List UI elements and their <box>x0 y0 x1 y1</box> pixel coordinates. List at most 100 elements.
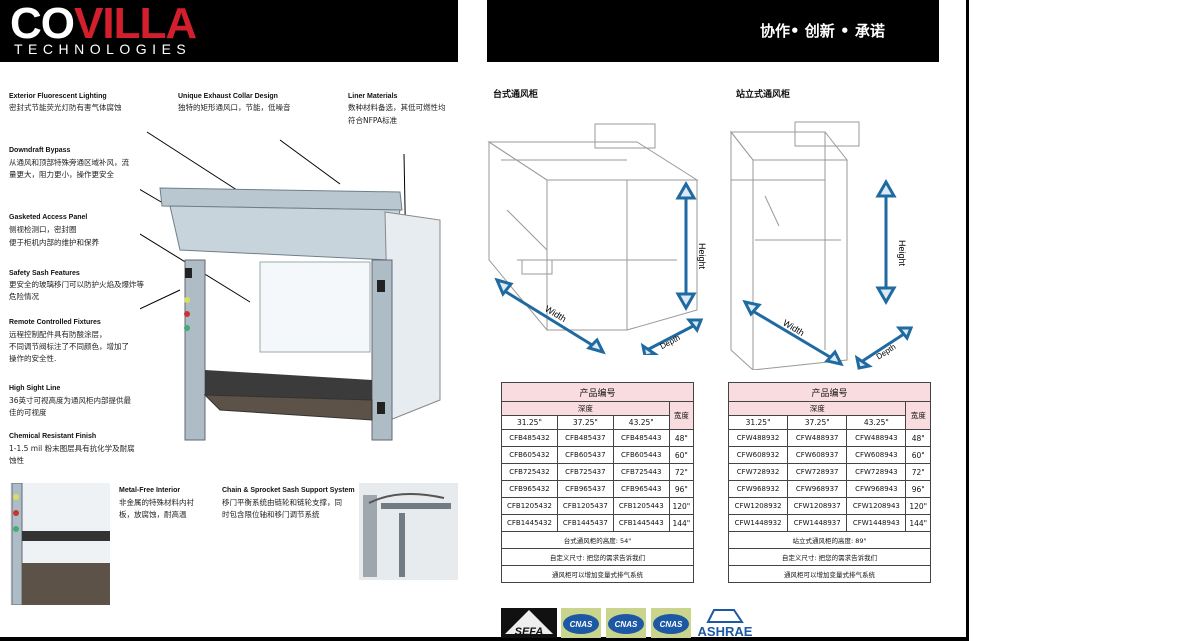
feature-desc: 佳的可视度 <box>9 408 47 417</box>
page-border-bottom <box>0 637 969 641</box>
feature-title: Metal-Free Interior <box>119 487 181 494</box>
feature-title: Gasketed Access Panel <box>9 214 88 221</box>
table-note: 台式通风柜的高度: 54" <box>501 531 694 549</box>
sefa-logo-icon: SEFA <box>501 608 557 638</box>
table-header: 产品编号 <box>728 382 931 402</box>
feature-desc: 密封式节能荧光灯防有害气体腐蚀 <box>9 103 122 112</box>
width-arrow-icon <box>494 277 606 355</box>
depth-value: 43.25" <box>846 415 907 430</box>
table-header: 产品编号 <box>501 382 694 402</box>
floor-hood-drawing: Height Width Depth <box>729 121 914 370</box>
leader-line <box>279 139 341 185</box>
depth-label: Depth <box>659 333 682 351</box>
benchtop-hood-title: 台式通风柜 <box>493 90 539 100</box>
leader-line <box>140 289 181 310</box>
depth-value: 37.25" <box>556 415 614 430</box>
table-note: 通风柜可以增加变量式排气系统 <box>728 565 931 583</box>
switch-icon <box>185 268 192 278</box>
feature-desc: 36英寸可视高度为通风柜内部提供最 <box>9 396 132 405</box>
outlet-icon <box>377 280 385 292</box>
feature-title: Unique Exhaust Collar Design <box>178 93 278 100</box>
height-label: Height <box>697 243 707 270</box>
depth-arrow-icon <box>640 318 704 355</box>
feature-desc: 远程控制配件具有防酸涂层， <box>9 330 107 339</box>
sash-support-thumbnail <box>359 483 458 580</box>
cnas-logo-icon: CNAS <box>651 608 691 638</box>
ashrae-logo-icon: ASHRAE <box>698 609 753 638</box>
width-header: 宽度 <box>905 401 931 430</box>
fume-hood-illustration <box>140 131 441 441</box>
depth-value: 43.25" <box>612 415 670 430</box>
leader-line <box>140 189 169 207</box>
right-post <box>371 259 393 441</box>
depth-value: 31.25" <box>501 415 558 430</box>
table-note: 站立式通风柜的高度: 89" <box>728 531 931 549</box>
feature-title: Downdraft Bypass <box>9 147 71 154</box>
feature-title: Chemical Resistant Finish <box>9 433 97 440</box>
feature-desc: 侧视检测口，密封圈 <box>9 225 77 234</box>
floor-product-table: 产品编号 深度 宽度 31.25" 37.25" 43.25" CFW48893… <box>727 382 931 583</box>
width-header: 宽度 <box>668 401 695 430</box>
brand-logo: COVILLA <box>10 0 197 48</box>
feature-desc: 危险情况 <box>9 292 39 301</box>
feature-desc: 板，放腐蚀，耐高温 <box>119 510 187 519</box>
upper-panel <box>169 205 401 261</box>
left-post <box>184 259 206 441</box>
width-arrow-icon <box>742 299 844 367</box>
top-hood <box>159 187 403 211</box>
feature-desc: 符合NFPA标准 <box>348 116 398 125</box>
page-border-right <box>966 0 969 641</box>
feature-desc: 操作的安全性. <box>9 354 57 363</box>
feature-title: Liner Materials <box>348 93 398 100</box>
feature-desc: 蚀性 <box>9 456 24 465</box>
feature-title: Remote Controlled Fixtures <box>9 319 101 326</box>
brand-header: COVILLA TECHNOLOGIES <box>0 0 458 62</box>
depth-header: 深度 <box>727 401 907 416</box>
slogan-text: 协作• 创新 • 承诺 <box>760 22 885 40</box>
outlet-icon <box>377 402 385 414</box>
feature-title: Chain & Sprocket Sash Support System <box>222 487 355 494</box>
feature-desc: 量更大，阻力更小，操作更安全 <box>9 170 114 179</box>
feature-desc: 便于柜机内部的维护和保养 <box>9 238 99 247</box>
depth-arrow-icon <box>854 326 914 370</box>
slogan-header: 协作• 创新 • 承诺 <box>487 0 939 62</box>
svg-text:CNAS: CNAS <box>570 620 593 629</box>
svg-text:CNAS: CNAS <box>660 620 683 629</box>
feature-title: High Sight Line <box>9 385 61 392</box>
feature-desc: 从通风和顶部特殊旁通区域补风，流 <box>9 158 129 167</box>
feature-desc: 非金属的特殊材料内衬 <box>119 498 194 507</box>
cnas-logo-icon: CNAS <box>561 608 601 638</box>
svg-text:ASHRAE: ASHRAE <box>698 624 753 638</box>
feature-desc: 数种材料备选，其低可燃性均 <box>348 103 446 112</box>
fixture-valve-icon <box>184 311 190 317</box>
height-arrow-icon <box>875 178 897 306</box>
work-surface <box>203 394 373 421</box>
table-note: 自定义尺寸: 把您的需求告诉我们 <box>728 548 931 566</box>
depth-value: 31.25" <box>727 415 789 430</box>
feature-title: Safety Sash Features <box>9 270 80 277</box>
feature-desc: 不同调节阀标注了不同颜色，增加了 <box>9 342 129 351</box>
glass-sash <box>259 261 371 353</box>
height-label: Height <box>897 240 907 267</box>
table-note: 自定义尺寸: 把您的需求告诉我们 <box>501 548 694 566</box>
side-wall <box>384 211 441 421</box>
svg-text:CNAS: CNAS <box>615 620 638 629</box>
fixture-valve-icon <box>184 297 190 303</box>
sash-bar <box>205 370 372 400</box>
interior-thumbnail <box>10 483 110 605</box>
feature-desc: 更安全的玻璃移门可以防护火焰及爆炸等 <box>9 280 144 289</box>
feature-desc: 1-1.5 mil 粉末图层具有抗化学及耐腐 <box>9 444 135 453</box>
height-arrow-icon <box>675 180 697 312</box>
